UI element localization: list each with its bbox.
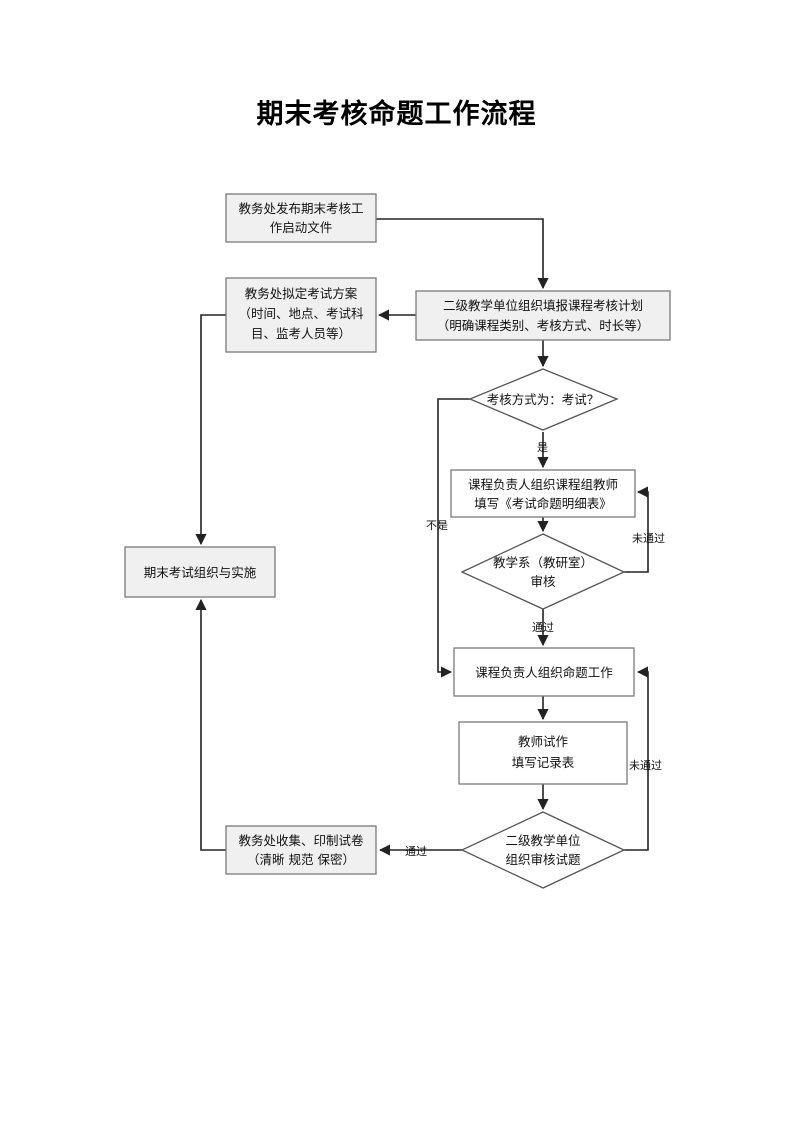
node-unit-review: 二级教学单位 组织审核试题: [460, 811, 626, 889]
node-dept-line1: 教学系（教研室）: [493, 555, 593, 570]
edge-start-to-plan: [376, 218, 549, 290]
node-fill-line2: 填写《考试命题明细表》: [474, 496, 612, 511]
label-fail2: 未通过: [629, 759, 662, 772]
node-plan-line1: 二级教学单位组织填报课程考核计划: [443, 298, 643, 313]
label-pass1: 通过: [532, 621, 554, 634]
node-unit-line1: 二级教学单位: [505, 833, 580, 848]
edge-collect-to-implement: [195, 598, 226, 851]
node-start-line1: 教务处发布期末考核工: [238, 201, 363, 216]
node-fill-line1: 课程负责人组织课程组教师: [468, 477, 618, 492]
node-collect-line1: 教务处收集、印制试卷: [238, 833, 364, 848]
node-dept-review: 教学系（教研室） 审核: [460, 533, 626, 610]
node-start: 教务处发布期末考核工 作启动文件: [225, 193, 377, 243]
node-scheme: 教务处拟定考试方案 （时间、地点、考试科 目、监考人员等）: [225, 277, 377, 353]
edge-review-fail: [624, 486, 649, 573]
node-fill-table: 课程负责人组织课程组教师 填写《考试命题明细表》: [450, 469, 636, 518]
node-implement: 期末考试组织与实施: [124, 546, 276, 598]
node-plan-line2: （明确课程类别、考核方式、时长等）: [437, 318, 650, 333]
node-trial-line1: 教师试作: [518, 734, 569, 749]
node-plan: 二级教学单位组织填报课程考核计划 （明确课程类别、考核方式、时长等）: [415, 290, 671, 341]
node-unit-line2: 组织审核试题: [505, 852, 581, 867]
node-scheme-line2: （时间、地点、考试科: [238, 306, 364, 321]
edges: [195, 218, 649, 856]
label-yes: 是: [537, 441, 548, 454]
node-teacher-trial: 教师试作 填写记录表: [458, 721, 628, 785]
node-organize-text: 课程负责人组织命题工作: [475, 665, 613, 680]
node-dept-line2: 审核: [530, 574, 556, 589]
node-start-line2: 作启动文件: [270, 220, 333, 235]
node-scheme-line1: 教务处拟定考试方案: [245, 286, 358, 301]
node-decision-text: 考核方式为：考试？: [487, 392, 600, 407]
node-trial-line2: 填写记录表: [512, 755, 575, 770]
edge-unit-fail: [624, 666, 649, 851]
label-no: 不是: [426, 519, 448, 532]
node-organize: 课程负责人组织命题工作: [453, 647, 635, 697]
label-fail1: 未通过: [632, 532, 665, 545]
edge-scheme-to-implement: [195, 314, 226, 546]
node-decision-exam: 考核方式为：考试？: [468, 368, 619, 431]
node-implement-text: 期末考试组织与实施: [144, 565, 257, 580]
edge-decision-no: [437, 398, 470, 678]
node-collect-line2: （清晰 规范 保密）: [247, 852, 355, 867]
page-title: 期末考核命题工作流程: [256, 99, 537, 130]
label-pass2: 通过: [405, 845, 427, 858]
node-collect: 教务处收集、印制试卷 （清晰 规范 保密）: [225, 825, 377, 875]
edge-labels: 是 不是 通过 未通过 未通过 通过: [405, 441, 665, 858]
node-scheme-line3: 目、监考人员等）: [251, 326, 351, 341]
